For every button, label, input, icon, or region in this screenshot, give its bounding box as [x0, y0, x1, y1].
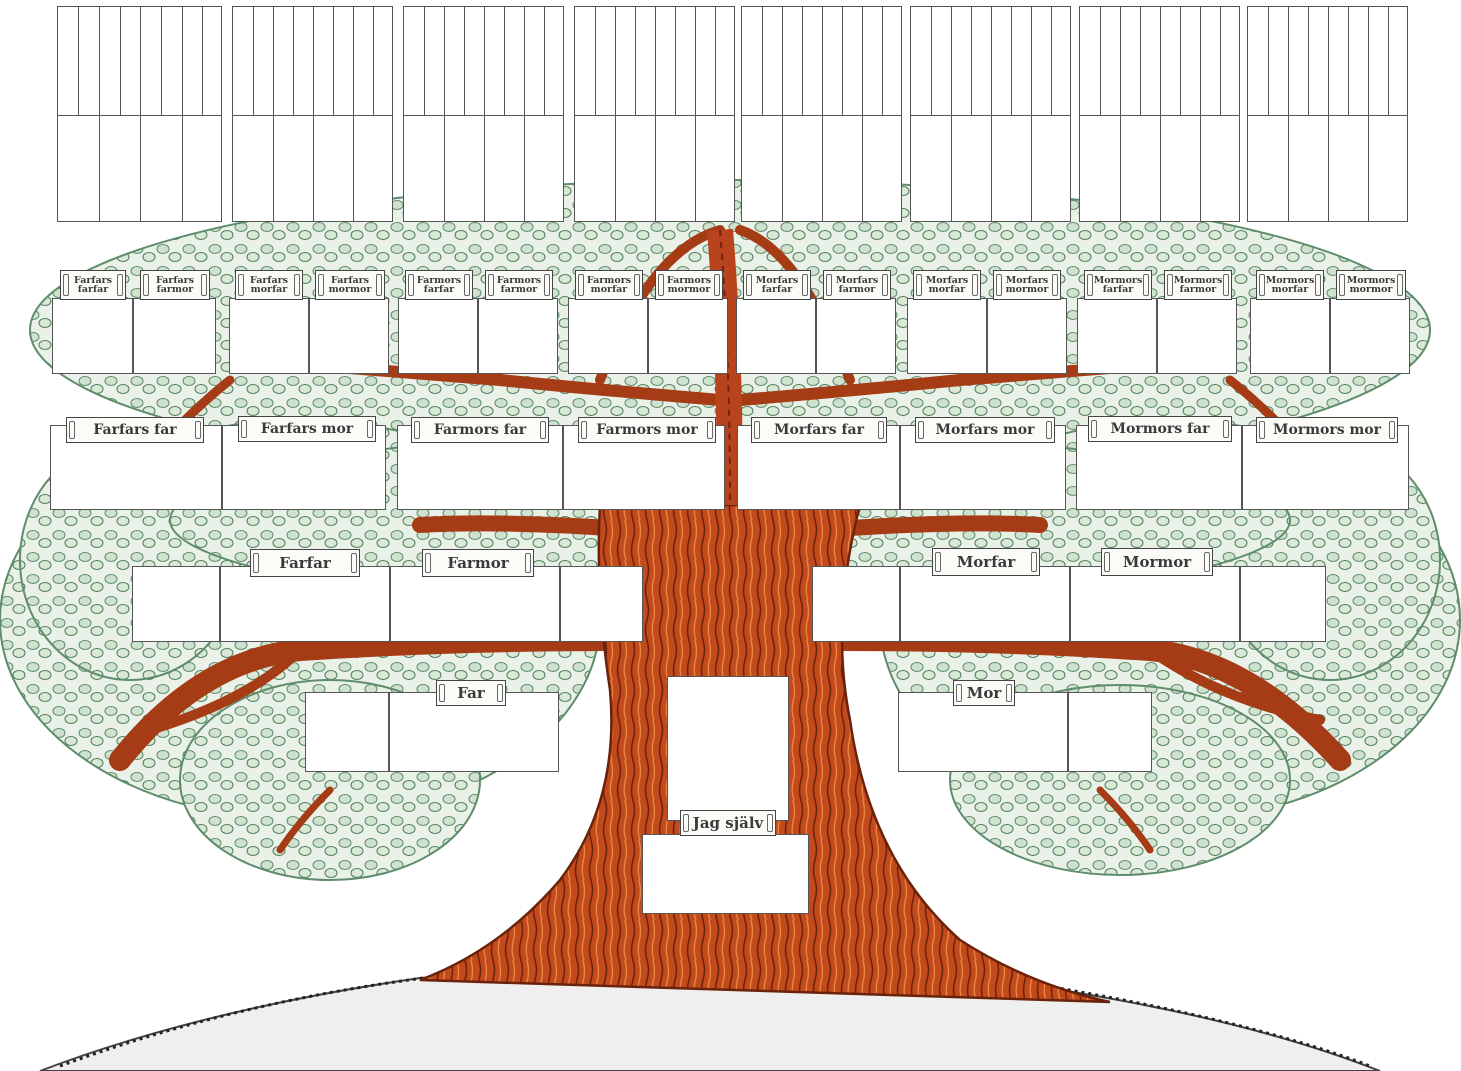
ggp-label: Farmors morfar — [575, 270, 643, 300]
ggp-label: Farfars morfar — [235, 270, 303, 300]
gp2-label: Mormors mor — [1256, 417, 1398, 443]
parent-label-far: Far — [436, 680, 506, 706]
ancestor-grid-box[interactable] — [232, 6, 393, 222]
ggp-box-farfars-farfar[interactable] — [52, 298, 133, 374]
gp2-label: Farfars mor — [238, 416, 376, 442]
gp2-label: Farmors far — [411, 417, 549, 443]
ggp-box-mormors-farfar[interactable] — [1077, 298, 1157, 374]
gp2-label: Farmors mor — [578, 417, 716, 443]
ggp-box-farmors-farfar[interactable] — [398, 298, 478, 374]
parent-box-far-extra[interactable] — [305, 692, 389, 772]
gp-label-farfar: Farfar — [250, 549, 360, 577]
ancestor-grid-box[interactable] — [1247, 6, 1408, 222]
ancestor-grid-box[interactable] — [574, 6, 735, 222]
ancestor-grid-box[interactable] — [741, 6, 902, 222]
ggp-label: Farmors mormor — [655, 270, 723, 300]
parent-box-mor-extra[interactable] — [1068, 692, 1152, 772]
gp2-label: Morfars mor — [915, 417, 1055, 443]
gp-box-morfar[interactable] — [900, 566, 1070, 642]
ggp-label: Farmors farfar — [405, 270, 473, 300]
ggp-box-morfars-morfar[interactable] — [907, 298, 987, 374]
ggp-box-morfars-mormor[interactable] — [987, 298, 1067, 374]
ggp-label: Mormors farfar — [1084, 270, 1152, 300]
ancestor-grid-box[interactable] — [57, 6, 222, 222]
ggp-box-farmors-mormor[interactable] — [648, 298, 728, 374]
ggp-label: Farfars farfar — [60, 270, 126, 300]
ggp-box-farfars-farmor[interactable] — [133, 298, 216, 374]
ggp-box-farmors-morfar[interactable] — [568, 298, 648, 374]
ggp-label: Farmors farmor — [485, 270, 553, 300]
gp-box-mormor-extra[interactable] — [1240, 566, 1326, 642]
ancestor-grid-box[interactable] — [1079, 6, 1240, 222]
ggp-box-mormors-mormor[interactable] — [1330, 298, 1410, 374]
ggp-box-mormors-morfar[interactable] — [1250, 298, 1330, 374]
ggp-label: Morfars farfar — [743, 270, 811, 300]
gp-box-farfar[interactable] — [220, 566, 390, 642]
gp-label-farmor: Farmor — [422, 549, 534, 577]
self-photo-box[interactable] — [667, 676, 789, 821]
ggp-label: Morfars mormor — [993, 270, 1061, 300]
ggp-box-morfars-farfar[interactable] — [736, 298, 816, 374]
ggp-label: Farfars mormor — [315, 270, 385, 300]
ancestor-grid-box[interactable] — [403, 6, 564, 222]
gp-box-farfar-extra[interactable] — [132, 566, 220, 642]
ancestor-grid-box[interactable] — [910, 6, 1071, 222]
parent-label-mor: Mor — [953, 680, 1015, 706]
self-label: Jag själv — [680, 810, 776, 836]
ggp-box-morfars-farmor[interactable] — [816, 298, 896, 374]
gp-box-farmor[interactable] — [390, 566, 560, 642]
gp-box-farmor-extra[interactable] — [560, 566, 643, 642]
ggp-box-farfars-mormor[interactable] — [309, 298, 389, 374]
gp2-label: Morfars far — [751, 417, 887, 443]
ggp-box-mormors-farmor[interactable] — [1157, 298, 1237, 374]
ggp-label: Morfars farmor — [823, 270, 891, 300]
gp-box-mormor[interactable] — [1070, 566, 1240, 642]
gp-label-mormor: Mormor — [1101, 548, 1213, 576]
gp2-label: Mormors far — [1088, 416, 1232, 442]
ggp-box-farfars-morfar[interactable] — [229, 298, 309, 374]
ggp-box-farmors-farmor[interactable] — [478, 298, 558, 374]
gp2-label: Farfars far — [66, 417, 204, 443]
ggp-label: Mormors farmor — [1164, 270, 1232, 300]
ggp-label: Farfars farmor — [140, 270, 210, 300]
ggp-label: Mormors mormor — [1336, 270, 1406, 300]
gp-box-morfar-extra[interactable] — [812, 566, 900, 642]
ggp-label: Mormors morfar — [1256, 270, 1324, 300]
self-name-box[interactable] — [642, 834, 809, 914]
ggp-label: Morfars morfar — [913, 270, 981, 300]
gp-label-morfar: Morfar — [932, 548, 1040, 576]
